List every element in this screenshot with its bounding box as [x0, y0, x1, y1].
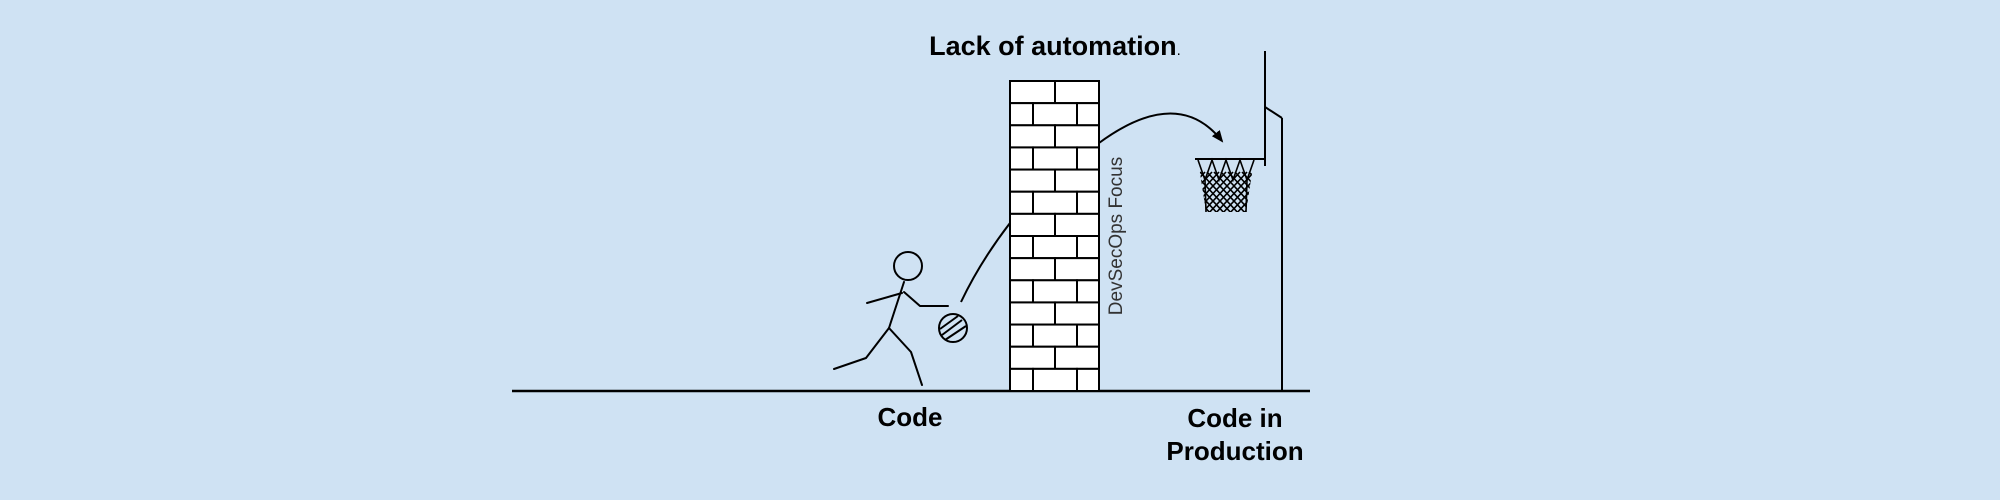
net-strand [1220, 171, 1254, 212]
net-strand [1256, 172, 1296, 215]
net-strand [1198, 171, 1213, 212]
production-label-line-2: Production [1166, 436, 1304, 466]
wall-brick [1009, 102, 1034, 127]
production-label-line-1: Code in [1187, 403, 1283, 433]
wall-brick [1054, 257, 1100, 282]
wall-brick [1009, 80, 1056, 105]
wall-brick [1076, 146, 1100, 171]
wall-brick [1076, 102, 1100, 127]
arc-to-hoop [1098, 112, 1224, 144]
wall-brick [1009, 190, 1034, 215]
net-strand [1270, 172, 1310, 215]
net-strand [1137, 172, 1177, 215]
title-trailing-mark: . [1176, 42, 1181, 59]
net-strand [1206, 171, 1248, 212]
figure-front-leg [888, 327, 923, 386]
wall-brick [1009, 257, 1056, 282]
wall-brick [1009, 146, 1034, 171]
net-strand [1227, 171, 1254, 212]
wall-brick [1076, 279, 1100, 304]
wall-brick [1076, 367, 1100, 393]
wall-brick [1009, 124, 1056, 149]
net-strand [1199, 171, 1241, 212]
figure-back-arm [866, 292, 903, 304]
wall-brick [1054, 168, 1100, 193]
wall-brick [1009, 323, 1034, 348]
wall-brick [1032, 367, 1078, 393]
net-strand [1198, 171, 1206, 212]
net-strand [1270, 172, 1310, 215]
wall-label-text: DevSecOps Focus [1106, 156, 1127, 316]
production-label: Code in Production [1130, 402, 1340, 468]
figure-back-leg [833, 327, 890, 370]
net-strand [1151, 172, 1191, 215]
net-strand [1234, 171, 1254, 212]
basketball [938, 313, 968, 343]
code-label: Code [877, 402, 943, 432]
wall-brick [1032, 279, 1078, 304]
wall-brick [1009, 235, 1034, 260]
wall-brick [1009, 279, 1034, 304]
wall-brick [1032, 235, 1078, 260]
hoop-backboard [1264, 51, 1283, 119]
figure-head [893, 251, 923, 281]
figure-front-arm [903, 291, 949, 307]
net-strand [1256, 172, 1296, 215]
wall-brick [1009, 301, 1056, 326]
wall-brick [1054, 212, 1100, 238]
wall-brick [1032, 146, 1078, 171]
net-strand [1234, 171, 1254, 212]
title-text: Lack of automation [929, 31, 1177, 61]
net-strand [1198, 171, 1199, 212]
wall-brick [1076, 190, 1100, 215]
wall-brick [1032, 323, 1078, 348]
wall-brick [1076, 235, 1100, 260]
wall-brick [1054, 80, 1100, 105]
net-strand [1213, 171, 1254, 212]
net-strand [1151, 172, 1191, 215]
stick-figure [833, 251, 949, 386]
wall-brick [1009, 345, 1056, 370]
net-strand [1144, 172, 1184, 215]
wall-brick [1009, 168, 1056, 193]
wall-brick [1076, 323, 1100, 348]
wall-brick [1032, 102, 1078, 127]
wall-brick [1054, 345, 1100, 370]
wall-brick [1054, 124, 1100, 149]
trajectory-to-wall [960, 222, 1011, 303]
net-strand [1137, 172, 1177, 215]
wall-brick [1054, 301, 1100, 326]
wall-brick [1009, 367, 1034, 393]
net-strand [1241, 171, 1254, 212]
net-strand [1130, 172, 1170, 215]
net-strand [1198, 171, 1206, 212]
net-strand [1144, 172, 1184, 215]
net-strand [1198, 171, 1227, 212]
basketball-hoop [1130, 51, 1310, 391]
wall-brick [1032, 190, 1078, 215]
net-strand [1130, 172, 1170, 215]
net-strand [1198, 171, 1199, 212]
wall-brick [1009, 212, 1056, 238]
diagram-title: Lack of automation. [880, 31, 1230, 62]
brick-wall [1009, 80, 1100, 393]
figure-body [888, 281, 905, 329]
